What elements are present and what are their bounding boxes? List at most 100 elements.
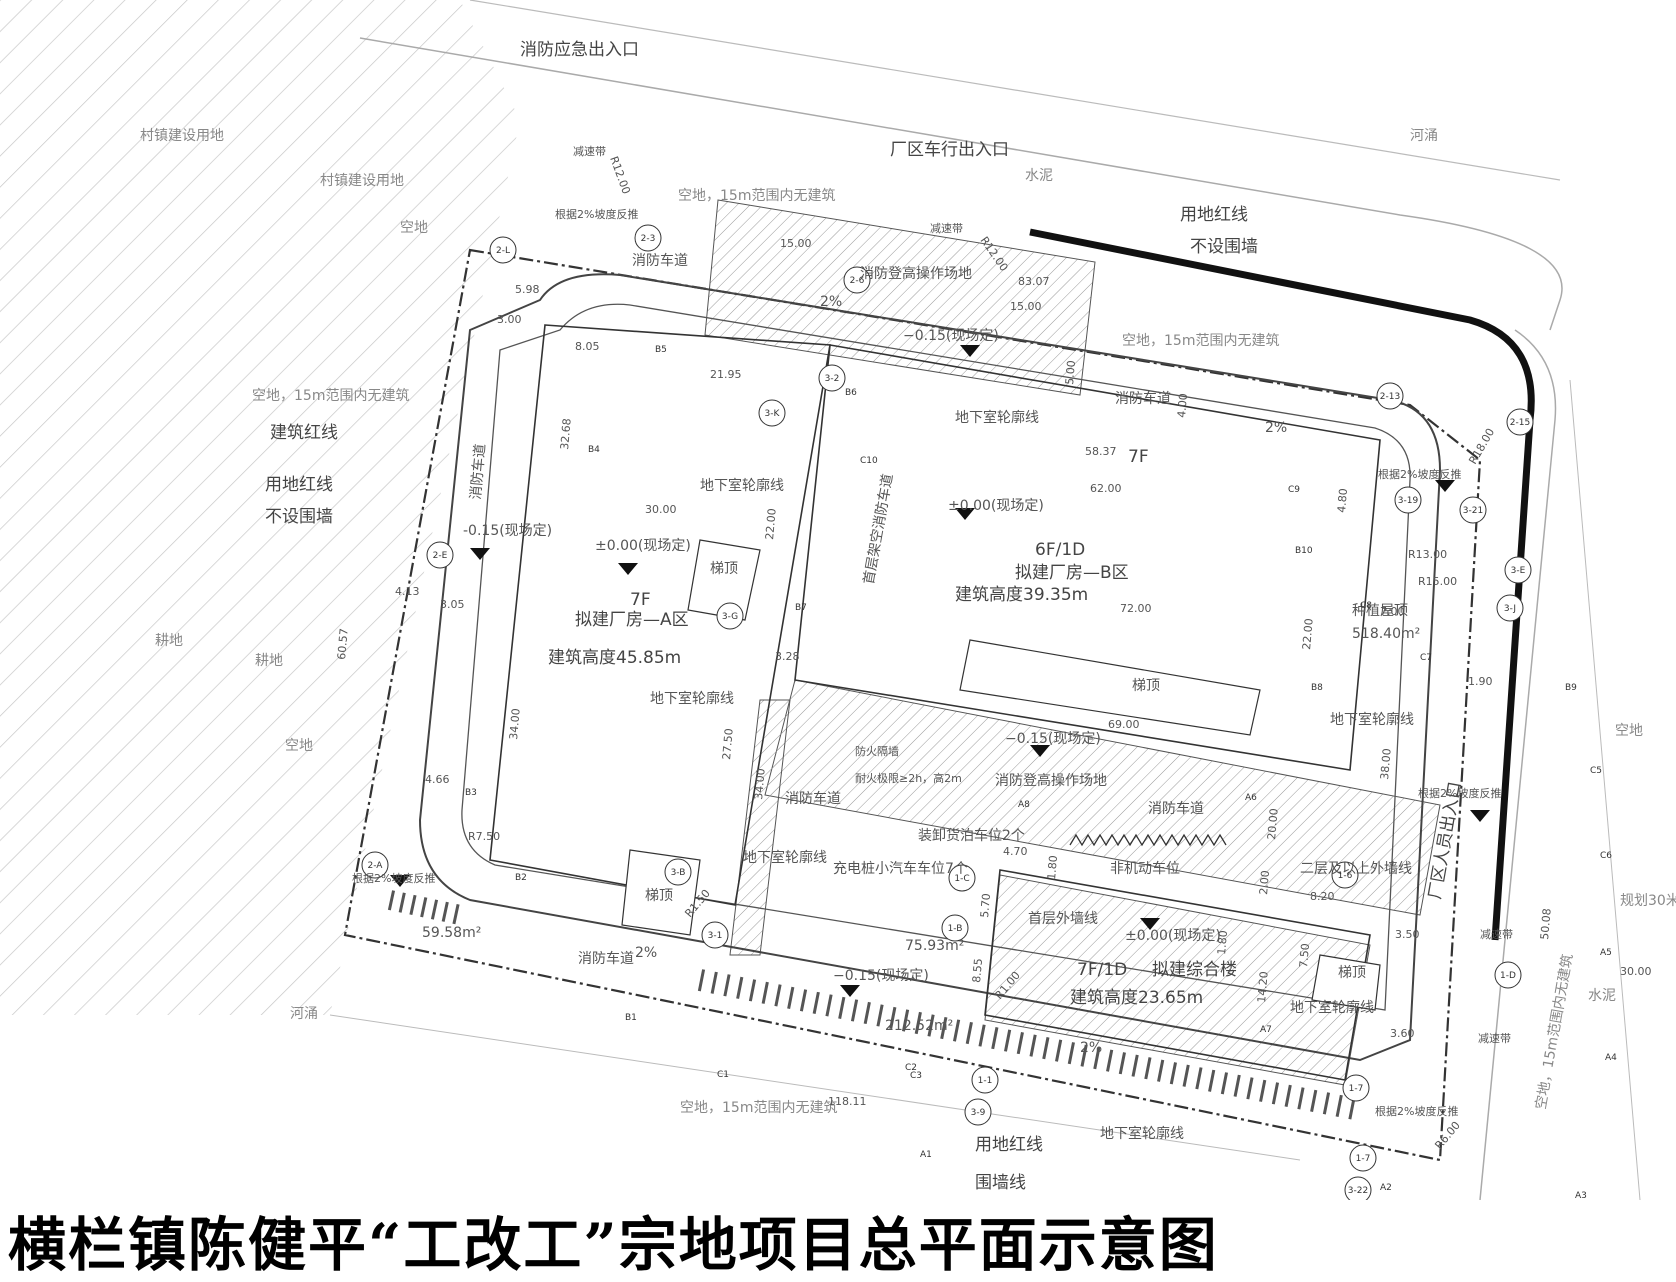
dim-label: 4.00 [1175, 393, 1190, 419]
dim-label: 4.70 [1003, 845, 1028, 858]
svg-text:2-E: 2-E [433, 551, 448, 561]
charging-label: 充电桩小汽车车位7个 [833, 860, 968, 877]
stair-label-a1: 梯顶 [710, 561, 738, 577]
basement-label-4: 地下室轮廓线 [1330, 711, 1414, 728]
svg-text:3-K: 3-K [765, 409, 781, 419]
building-a-outline [489, 324, 831, 906]
building-a-floors: 7F [630, 590, 651, 610]
dim-label: 20.00 [1265, 808, 1281, 841]
svg-text:B6: B6 [845, 388, 857, 398]
elev-neg-bottom: −0.15(现场定) [833, 968, 929, 984]
dim-label: R18.00 [1466, 426, 1497, 466]
dim-label: 7.50 [1297, 943, 1312, 969]
svg-text:A3: A3 [1575, 1191, 1587, 1200]
basement-label-7: 地下室轮廓线 [1100, 1125, 1184, 1142]
svg-text:3-E: 3-E [1511, 566, 1526, 576]
dim-label: 62.00 [1090, 482, 1122, 495]
dim-label: 22.00 [763, 508, 779, 541]
empty-left-label: 空地 [285, 738, 313, 754]
non-motor-zigzag [1069, 833, 1227, 847]
dim-label: 50.08 [1538, 908, 1554, 941]
fire-wall-label: 防火隔墙 [855, 744, 899, 758]
green-belt-bottom [697, 969, 1363, 1121]
page-title: 横栏镇陈健平“工改工”宗地项目总平面示意图 [8, 1211, 1219, 1279]
svg-text:2-L: 2-L [496, 246, 510, 256]
dimension-labels: 15.00 15.00 83.07 21.95 30.00 58.37 62.0… [335, 155, 1651, 1152]
building-a-elev: ±0.00(现场定) [595, 538, 691, 554]
fence-line-label: 围墙线 [975, 1173, 1026, 1193]
road-edge-bottom [329, 1014, 1301, 1161]
planting-roof-area: 518.40m² [1352, 626, 1420, 642]
svg-text:B9: B9 [1565, 683, 1577, 693]
svg-text:C6: C6 [1600, 851, 1612, 861]
basement-label-6: 地下室轮廓线 [1290, 999, 1374, 1016]
cement-right-label: 水泥 [1588, 988, 1616, 1004]
slope-pct-3: 2% [635, 945, 657, 961]
dim-label: 15.00 [1010, 300, 1042, 313]
empty-top-label: 空地 [400, 220, 428, 236]
building-b-height: 建筑高度39.35m [955, 585, 1088, 605]
svg-text:B1: B1 [625, 1013, 637, 1023]
planned-road-label: 规划30米 [1620, 893, 1676, 909]
road-edge-right2 [1569, 379, 1641, 1200]
slope-pct-1: 2% [820, 294, 842, 310]
dim-label: 30.00 [645, 503, 677, 516]
basement-label-5: 地下室轮廓线 [743, 849, 827, 866]
dim-label: 5.00 [1063, 360, 1078, 386]
elev-neg-left: -0.15(现场定) [463, 523, 552, 539]
green-area-1: 59.58m² [422, 925, 481, 941]
stair-a1 [687, 539, 761, 621]
slope-label-4: 根据2%坡度反推 [352, 871, 435, 885]
svg-text:B4: B4 [588, 445, 600, 455]
planting-roof-label: 种植屋顶 [1352, 603, 1408, 619]
fire-road-label-mid: 消防车道 [785, 790, 841, 807]
dim-label: 8.55 [970, 958, 985, 984]
loading-label: 装卸货泊车位2个 [918, 827, 1025, 844]
non-motor-label: 非机动车位 [1110, 860, 1180, 877]
svg-text:A1: A1 [920, 1150, 932, 1160]
no-wall-label-2: 不设围墙 [265, 507, 333, 527]
building-b-name: 拟建厂房—B区 [1015, 563, 1129, 583]
svg-text:C9: C9 [1288, 485, 1300, 495]
fire-exit-label: 消防应急出入口 [520, 40, 639, 60]
svg-text:3-B: 3-B [671, 868, 686, 878]
dim-label: R15.00 [1418, 575, 1457, 588]
no-build-top-label: 空地，15m范围内无建筑 [678, 187, 835, 204]
slope-pct-4: 2% [1080, 1040, 1102, 1056]
speed-bump-2: 减速带 [930, 222, 963, 235]
svg-text:B8: B8 [1311, 683, 1323, 693]
dim-label: 3.50 [1395, 928, 1420, 941]
farmland-label-2: 耕地 [255, 652, 283, 669]
building-b-outline [794, 344, 1381, 771]
svg-text:A2: A2 [1380, 1183, 1392, 1193]
dim-label: 38.00 [1378, 748, 1394, 781]
dim-label: 8.05 [575, 340, 600, 353]
cement-top-label: 水泥 [1025, 168, 1053, 184]
land-red-line-label-3: 用地红线 [975, 1135, 1043, 1155]
dim-label: 2.00 [1257, 870, 1272, 896]
dim-label: 3.28 [775, 650, 800, 663]
dim-label: 1.80 [1045, 855, 1060, 881]
stair-label-b: 梯顶 [1132, 678, 1160, 694]
hatch-comp-building [984, 874, 1371, 1086]
dim-label: 3.60 [1390, 1027, 1415, 1040]
svg-text:3-1: 3-1 [708, 931, 723, 941]
dim-label: R7.50 [468, 830, 500, 843]
fire-road-loop [418, 273, 1442, 1062]
fire-rate-label: 耐火极限≥2h，高2m [855, 771, 962, 785]
dim-label: 22.00 [1300, 618, 1316, 651]
svg-text:C3: C3 [910, 1071, 922, 1081]
no-build-top-label-2: 空地，15m范围内无建筑 [1122, 332, 1279, 349]
elevation-markers [390, 345, 1490, 997]
svg-text:B10: B10 [1295, 546, 1313, 556]
building-b-floors-top: 7F [1128, 447, 1149, 467]
svg-text:1-7: 1-7 [1349, 1084, 1364, 1094]
dim-label: 1.90 [1468, 675, 1493, 688]
dim-label: 3.05 [440, 598, 465, 611]
svg-text:A5: A5 [1600, 948, 1612, 958]
no-wall-label-1: 不设围墙 [1190, 237, 1258, 257]
river-edge [469, 0, 1561, 181]
dim-label: 5.70 [978, 893, 993, 919]
village-land-label: 村镇建设用地 [140, 128, 224, 144]
